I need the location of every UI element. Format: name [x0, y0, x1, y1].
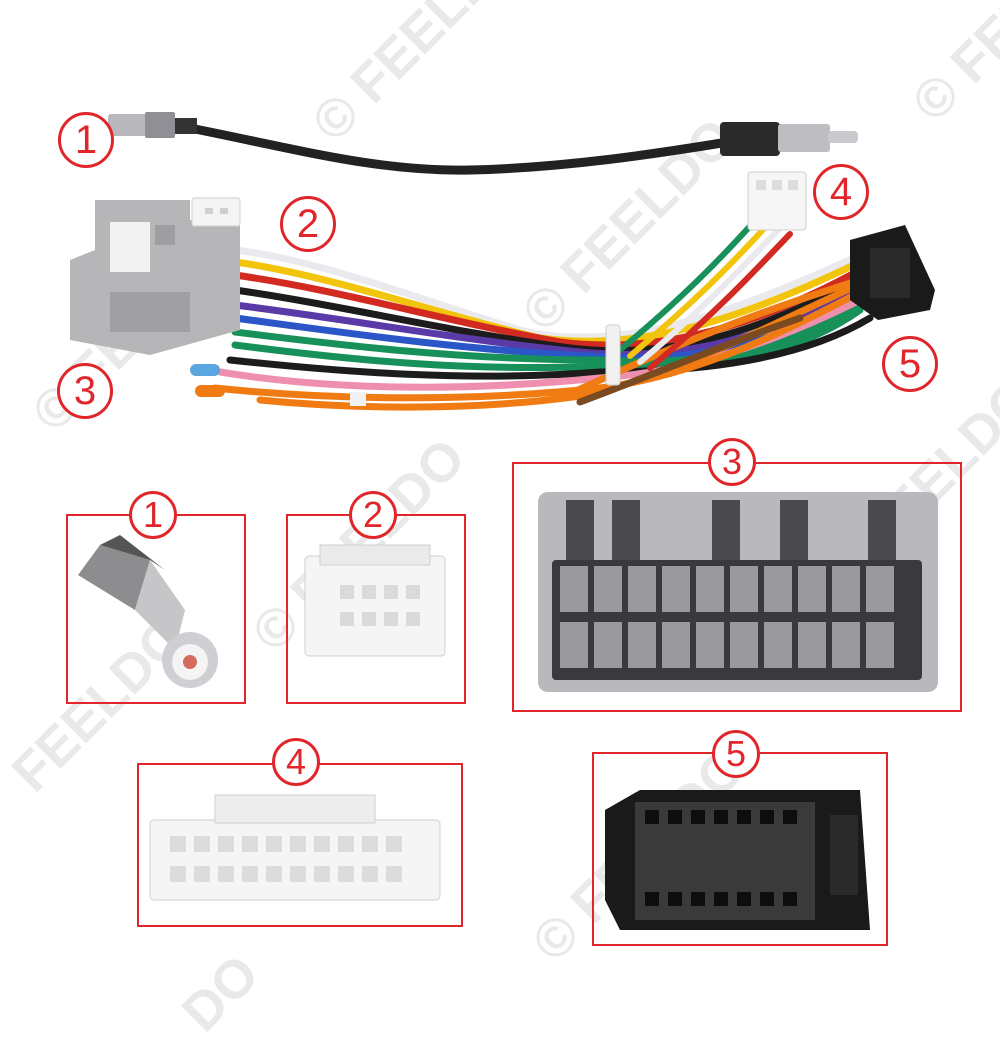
detail-callout-2: 2	[349, 491, 397, 539]
gray-connector	[70, 200, 240, 355]
callout-5: 5	[882, 336, 938, 392]
detail-callout-5: 5	[712, 730, 760, 778]
callout-3: 3	[57, 363, 113, 419]
detail-white-plug	[149, 794, 441, 901]
small-white-plug	[191, 197, 241, 227]
detail-callout-4: 4	[272, 738, 320, 786]
detail-small-plug	[304, 544, 446, 657]
callout-1: 1	[58, 112, 114, 168]
detail-box-3	[512, 462, 962, 712]
antenna-cable	[108, 112, 858, 175]
harness-drawing	[70, 112, 938, 930]
callout-4: 4	[813, 164, 869, 220]
detail-box-1	[66, 514, 246, 704]
detail-box-5	[592, 752, 888, 946]
wire-bundle	[190, 212, 874, 411]
detail-callout-3: 3	[708, 438, 756, 486]
detail-box-4	[137, 763, 463, 927]
callout-2: 2	[280, 196, 336, 252]
white-plug	[747, 171, 807, 231]
detail-box-2	[286, 514, 466, 704]
black-connector	[850, 225, 935, 320]
detail-black-connector	[605, 790, 870, 930]
detail-main-connector	[538, 492, 938, 692]
detail-callout-1: 1	[129, 491, 177, 539]
detail-antenna	[78, 535, 218, 688]
